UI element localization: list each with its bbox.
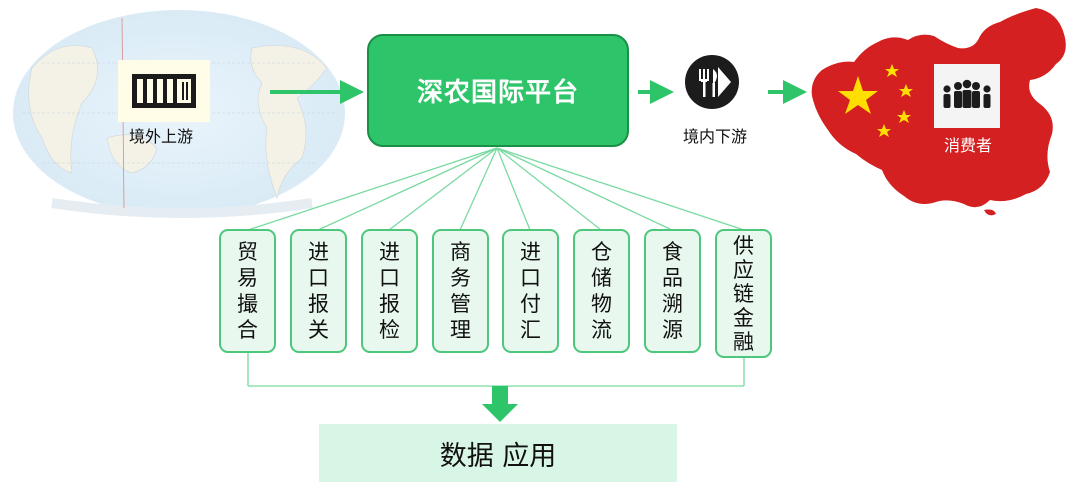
fan-lines: [247, 147, 745, 231]
data-application-box: 数据 应用: [319, 424, 677, 482]
bottom-bracket: [247, 353, 745, 387]
data-application-label: 数据 应用: [439, 440, 557, 472]
shipping-container-icon: [118, 60, 210, 122]
service-food-traceability: 食品溯源: [644, 229, 701, 353]
service-import-payment: 进口付汇: [502, 229, 559, 353]
people-group-icon: [934, 64, 1000, 128]
downstream-label: 境内下游: [682, 127, 747, 146]
upstream-label: 境外上游: [128, 127, 193, 146]
platform-title: 深农国际平台: [416, 78, 579, 108]
down-arrow-icon: [482, 386, 518, 422]
service-import-inspection: 进口报检: [361, 229, 418, 353]
service-business-management: 商务管理: [432, 229, 489, 353]
service-warehouse-logistics: 仓储物流: [573, 229, 630, 353]
service-import-customs: 进口报关: [290, 229, 347, 353]
fork-knife-icon: [683, 53, 741, 111]
consumer-label: 消费者: [943, 136, 992, 155]
platform-box: 深农国际平台: [367, 34, 629, 147]
service-supply-chain-finance: 供应链金融: [715, 229, 772, 358]
service-trade-matching: 贸易撮合: [219, 229, 276, 353]
